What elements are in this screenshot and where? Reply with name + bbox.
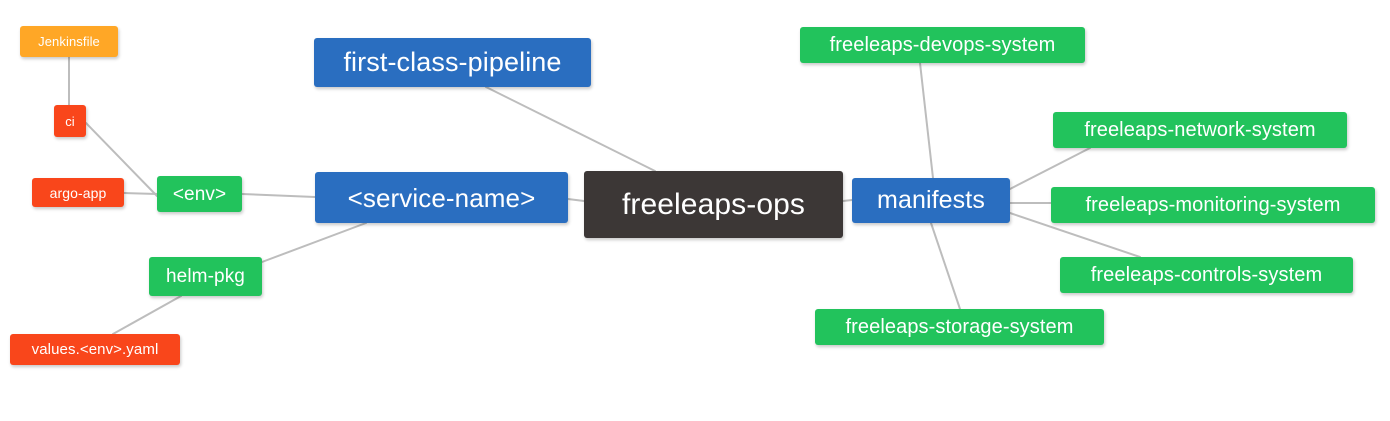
- node-label: <env>: [172, 183, 227, 205]
- node-label: values.<env>.yaml: [31, 341, 159, 358]
- mindmap-node-argo-app[interactable]: argo-app: [32, 178, 124, 207]
- node-label: freeleaps-monitoring-system: [1085, 194, 1341, 216]
- mindmap-node-freeleaps-devops-system[interactable]: freeleaps-devops-system: [800, 27, 1085, 63]
- mindmap-node-freeleaps-storage-system[interactable]: freeleaps-storage-system: [815, 309, 1104, 345]
- mindmap-node-jenkinsfile[interactable]: Jenkinsfile: [20, 26, 118, 57]
- node-label: ci: [65, 113, 75, 129]
- node-label: manifests: [877, 186, 985, 214]
- node-label: freeleaps-controls-system: [1090, 264, 1323, 286]
- node-label: helm-pkg: [166, 266, 245, 287]
- mindmap-node-first-class-pipeline[interactable]: first-class-pipeline: [314, 38, 591, 87]
- mindmap-node-manifests[interactable]: manifests: [852, 178, 1010, 223]
- mindmap-node-freeleaps-ops[interactable]: freeleaps-ops: [584, 171, 843, 238]
- edge-freeleaps-ops-to-manifests: [842, 199, 853, 202]
- edge-first-class-pipeline-to-freeleaps-ops: [485, 86, 656, 172]
- node-label: first-class-pipeline: [343, 47, 562, 77]
- edge-manifests-to-freeleaps-devops-system: [919, 62, 934, 179]
- node-label: freeleaps-ops: [621, 187, 806, 221]
- mindmap-node-freeleaps-monitoring-system[interactable]: freeleaps-monitoring-system: [1051, 187, 1375, 223]
- node-label: Jenkinsfile: [38, 34, 100, 49]
- edge-service-name-to-freeleaps-ops: [567, 198, 585, 202]
- mindmap-node-values-env-yaml[interactable]: values.<env>.yaml: [10, 334, 180, 365]
- edge-manifests-to-freeleaps-network-system: [1009, 147, 1091, 190]
- edge-values-env-yaml-to-helm-pkg: [112, 295, 182, 335]
- mindmap-node-helm-pkg[interactable]: helm-pkg: [149, 257, 262, 296]
- node-label: freeleaps-devops-system: [829, 34, 1056, 56]
- node-label: freeleaps-network-system: [1084, 119, 1316, 141]
- edge-argo-app-to-env: [123, 192, 158, 195]
- edge-helm-pkg-to-service-name: [261, 222, 367, 263]
- node-label: <service-name>: [347, 182, 536, 213]
- mindmap-node-env[interactable]: <env>: [157, 176, 242, 212]
- edge-manifests-to-freeleaps-storage-system: [930, 222, 961, 310]
- mindmap-node-freeleaps-network-system[interactable]: freeleaps-network-system: [1053, 112, 1347, 148]
- edge-env-to-service-name: [241, 193, 316, 198]
- node-label: freeleaps-storage-system: [845, 316, 1074, 338]
- mindmap-node-service-name[interactable]: <service-name>: [315, 172, 568, 223]
- mindmap-node-freeleaps-controls-system[interactable]: freeleaps-controls-system: [1060, 257, 1353, 293]
- mindmap-node-ci[interactable]: ci: [54, 105, 86, 137]
- node-label: argo-app: [49, 184, 107, 201]
